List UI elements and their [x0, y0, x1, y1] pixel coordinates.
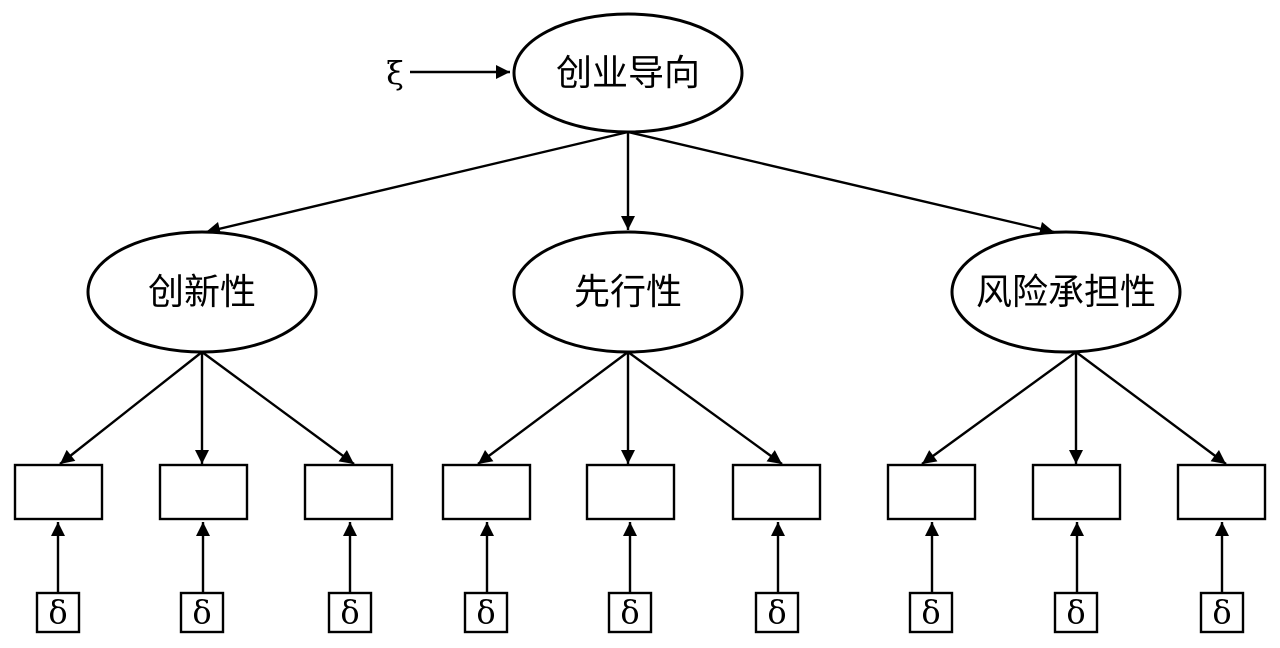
- indicator-1-1-box: [13, 463, 104, 521]
- factor-2-label: 先行性: [574, 272, 682, 313]
- indicator-2-1-box: [441, 463, 532, 521]
- factor-2-to-indicator-3-arrow: [627, 351, 783, 465]
- factor-1-label: 创新性: [148, 272, 256, 313]
- error-3-3-symbol: δ: [1212, 593, 1231, 631]
- error-2-3-box: [754, 591, 800, 634]
- error-1-2-symbol: δ: [192, 593, 211, 631]
- error-1-2-box: [179, 591, 225, 634]
- factor-3-node: [950, 230, 1182, 354]
- factor-3-to-indicator-3-arrow: [1075, 351, 1227, 465]
- error-3-2-box: [1053, 591, 1099, 634]
- error-1-1-symbol: δ: [48, 593, 67, 631]
- error-2-2-symbol: δ: [620, 593, 639, 631]
- error-3-1-box: [908, 591, 954, 634]
- factor-1-to-indicator-1-arrow: [59, 351, 203, 465]
- indicator-3-1-box: [886, 463, 977, 521]
- root-to-factor-1-arrow: [205, 130, 629, 236]
- factor-3-to-indicator-1-arrow: [921, 351, 1077, 465]
- error-3-2-symbol: δ: [1066, 593, 1085, 631]
- indicator-2-3-box: [731, 463, 822, 521]
- factor-2-to-indicator-1-arrow: [477, 351, 629, 465]
- root-to-factor-3-arrow: [627, 130, 1055, 236]
- error-1-1-box: [35, 591, 81, 634]
- indicator-1-3-box: [303, 463, 394, 521]
- indicator-3-3-box: [1176, 463, 1267, 521]
- error-2-3-symbol: δ: [767, 593, 786, 631]
- error-3-1-symbol: δ: [921, 593, 940, 631]
- root-label: 创业导向: [556, 53, 700, 94]
- indicator-1-2-box: [158, 463, 249, 521]
- indicator-3-2-box: [1031, 463, 1122, 521]
- factor-1-to-indicator-3-arrow: [201, 351, 355, 465]
- error-3-3-box: [1199, 591, 1245, 634]
- factor-3-label: 风险承担性: [976, 272, 1156, 313]
- error-2-1-box: [463, 591, 509, 634]
- error-1-3-box: [327, 591, 373, 634]
- error-1-3-symbol: δ: [340, 593, 359, 631]
- xi-symbol: ξ: [386, 54, 404, 92]
- error-2-1-symbol: δ: [476, 593, 495, 631]
- error-2-2-box: [607, 591, 653, 634]
- indicator-2-2-box: [585, 463, 676, 521]
